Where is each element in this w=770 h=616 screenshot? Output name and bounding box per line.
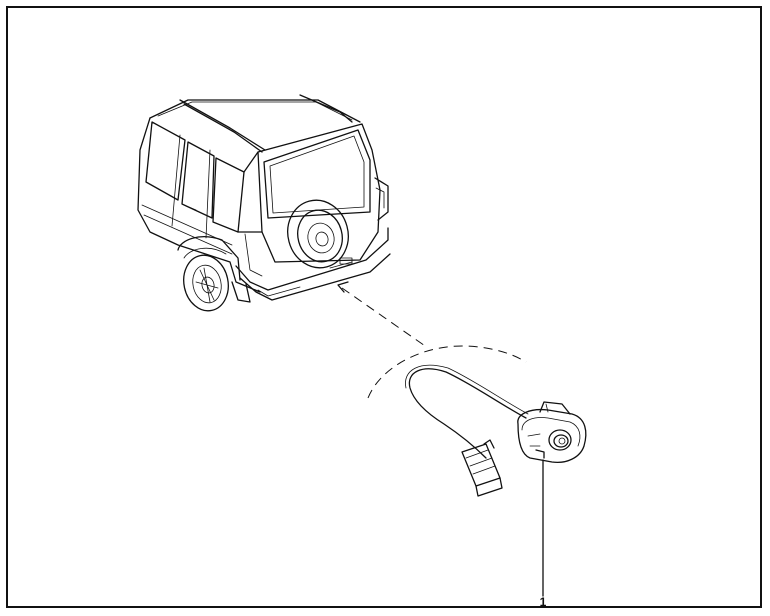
- rear-camera-assembly: [405, 364, 587, 497]
- callout-number-1: 1: [539, 595, 547, 609]
- detail-arc: [367, 345, 527, 399]
- vehicle-illustration: [137, 94, 391, 312]
- diagram-frame: [6, 6, 762, 608]
- location-leader-line: [341, 287, 429, 349]
- leader-arrow-icon: [337, 281, 349, 293]
